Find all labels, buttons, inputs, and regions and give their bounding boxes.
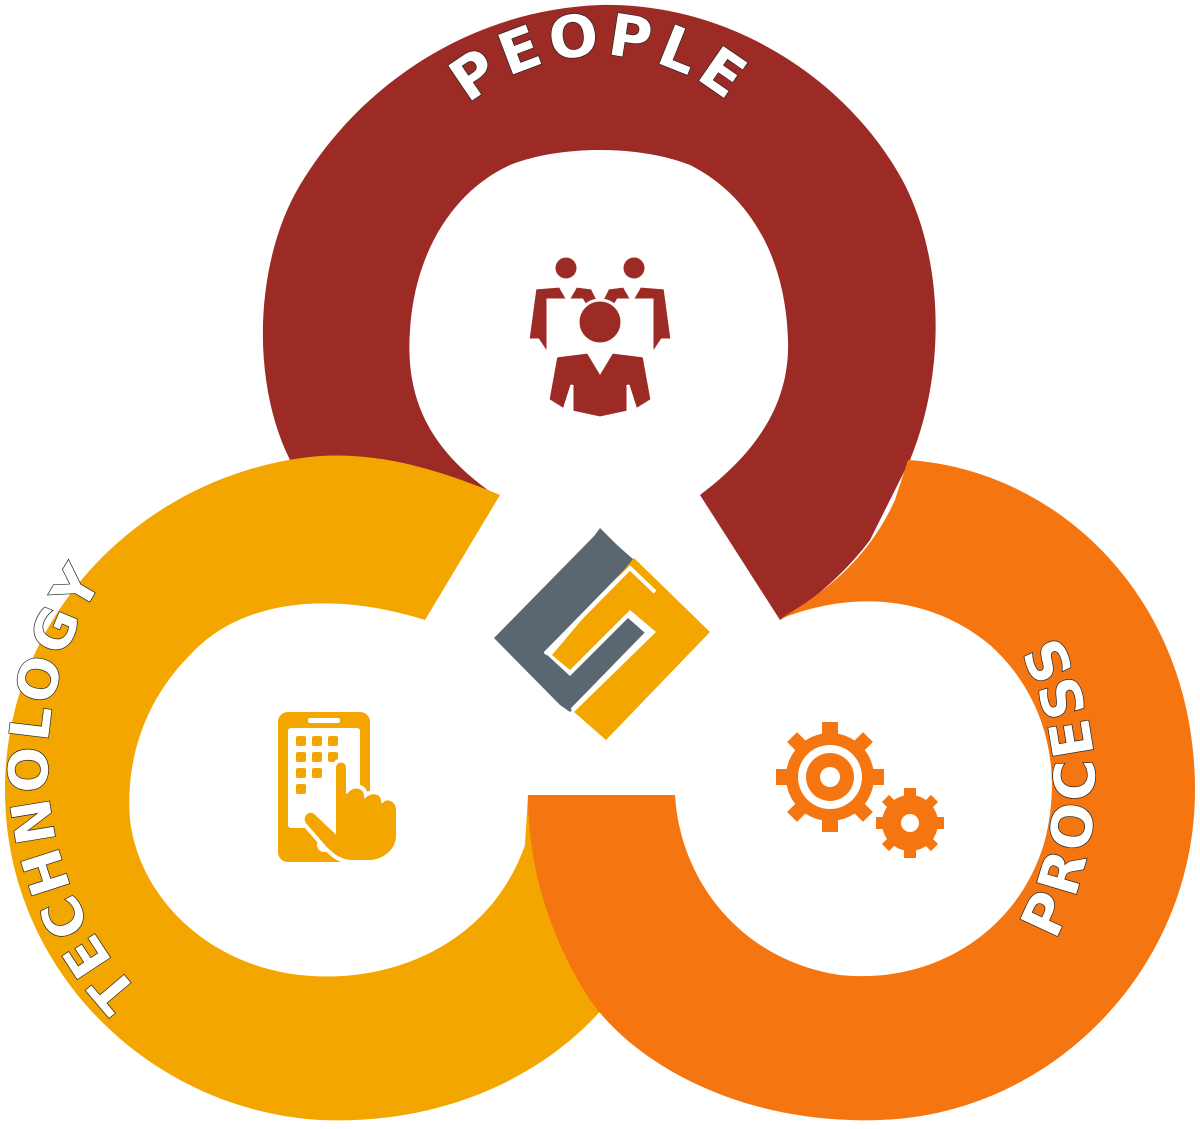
process-ring [528, 460, 1195, 1121]
people-ring [262, 4, 936, 620]
touch-phone-icon [278, 712, 400, 864]
s-logo-icon [494, 528, 710, 740]
technology-ring [5, 455, 610, 1121]
gears-icon [776, 722, 944, 858]
people-group-icon [526, 254, 674, 420]
